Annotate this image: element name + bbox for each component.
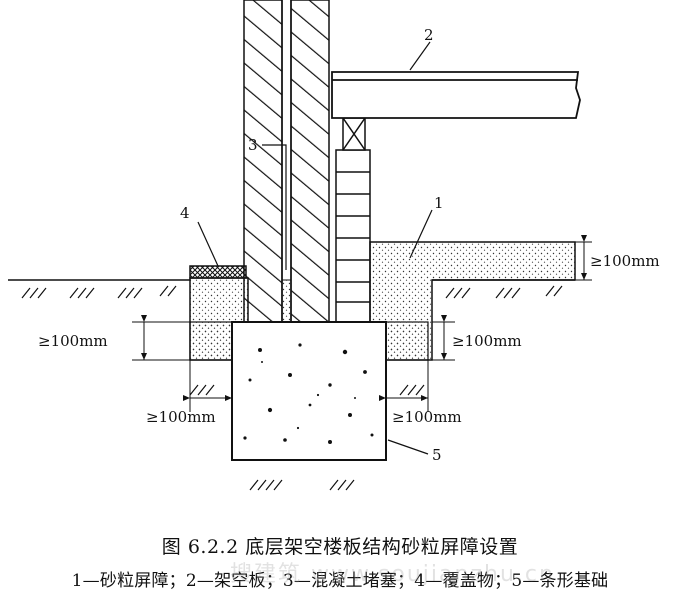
dim-bottom-left: [183, 360, 233, 460]
dim-bottom-right: [379, 360, 429, 412]
ground-left: [8, 279, 190, 299]
suspended-slab: [331, 71, 581, 119]
callout-4: 4: [180, 204, 190, 222]
callout-5: 5: [432, 446, 442, 464]
dim-left-vertical-label: ≥100mm: [38, 332, 108, 350]
callout-1: 1: [434, 194, 444, 212]
figure-caption-title: 图 6.2.2 底层架空楼板结构砂粒屏障设置: [161, 536, 519, 558]
brick-pier: [335, 117, 371, 323]
watermark-text: 搜建筑 www.soujianzhu.cn: [230, 562, 555, 587]
leader-1: [409, 209, 433, 259]
dim-left-vertical: [132, 315, 190, 361]
dim-right-vertical: [432, 315, 455, 361]
leader-3: [262, 144, 287, 270]
dim-bottom-left-label: ≥100mm: [146, 408, 216, 426]
ground-bottom: [189, 384, 425, 491]
dim-right-vertical-label: ≥100mm: [452, 332, 522, 350]
dim-top-right-label: ≥100mm: [590, 252, 660, 270]
leader-4: [197, 221, 219, 267]
dim-bottom-right-label: ≥100mm: [392, 408, 462, 426]
footing-aggregate: [243, 343, 374, 444]
concrete-plug: [281, 279, 292, 323]
dim-top-right: [575, 235, 592, 281]
cover-layer: [189, 265, 247, 279]
figure-caption-legend: 1—砂粒屏障；2—架空板；3—混凝土堵塞；4—覆盖物；5—条形基础: [71, 571, 609, 591]
leader-5: [387, 439, 429, 455]
ground-right: [432, 279, 575, 299]
strip-footing: [231, 321, 387, 461]
leader-2: [409, 41, 431, 71]
callout-3: 3: [248, 136, 258, 154]
callout-2: 2: [424, 26, 434, 44]
